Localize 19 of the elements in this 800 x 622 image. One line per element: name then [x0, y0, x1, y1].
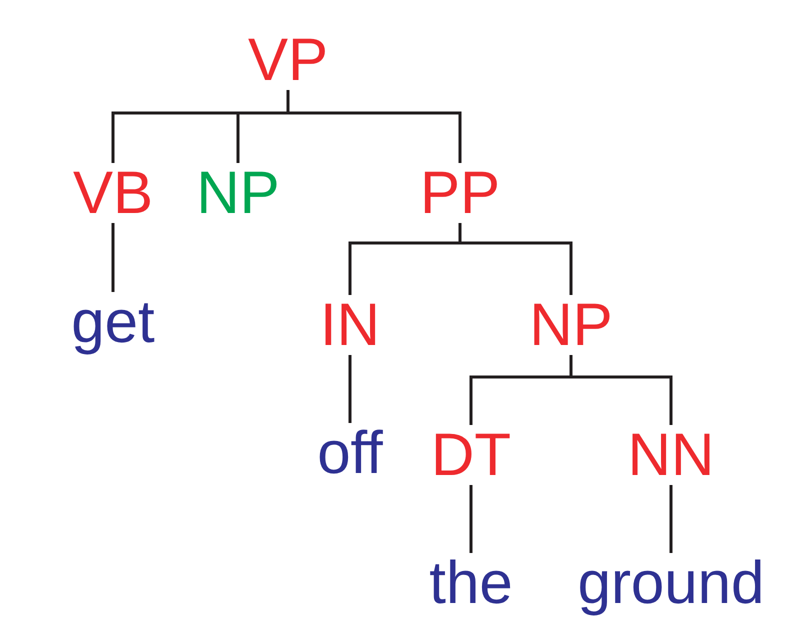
phrase-label: DT [431, 425, 511, 485]
phrase-label: NP [196, 163, 280, 223]
word-label: off [317, 423, 383, 483]
tree-branch-line [458, 223, 572, 295]
tree-branch-line [348, 355, 352, 423]
tree-branch-line [112, 223, 114, 292]
phrase-label: PP [420, 163, 500, 223]
phrase-label: VB [72, 163, 154, 223]
phrase-label: NN [628, 425, 714, 485]
tree-branch-line [286, 90, 462, 163]
tree-branch-line [470, 485, 472, 553]
tree-branch-line [670, 485, 672, 553]
phrase-label: VP [248, 30, 328, 90]
word-label: ground [578, 553, 764, 613]
tree-branch-line [570, 355, 672, 425]
word-label: get [71, 292, 155, 352]
phrase-label: NP [529, 295, 613, 355]
word-label: the [429, 553, 513, 613]
phrase-label: IN [320, 295, 380, 355]
